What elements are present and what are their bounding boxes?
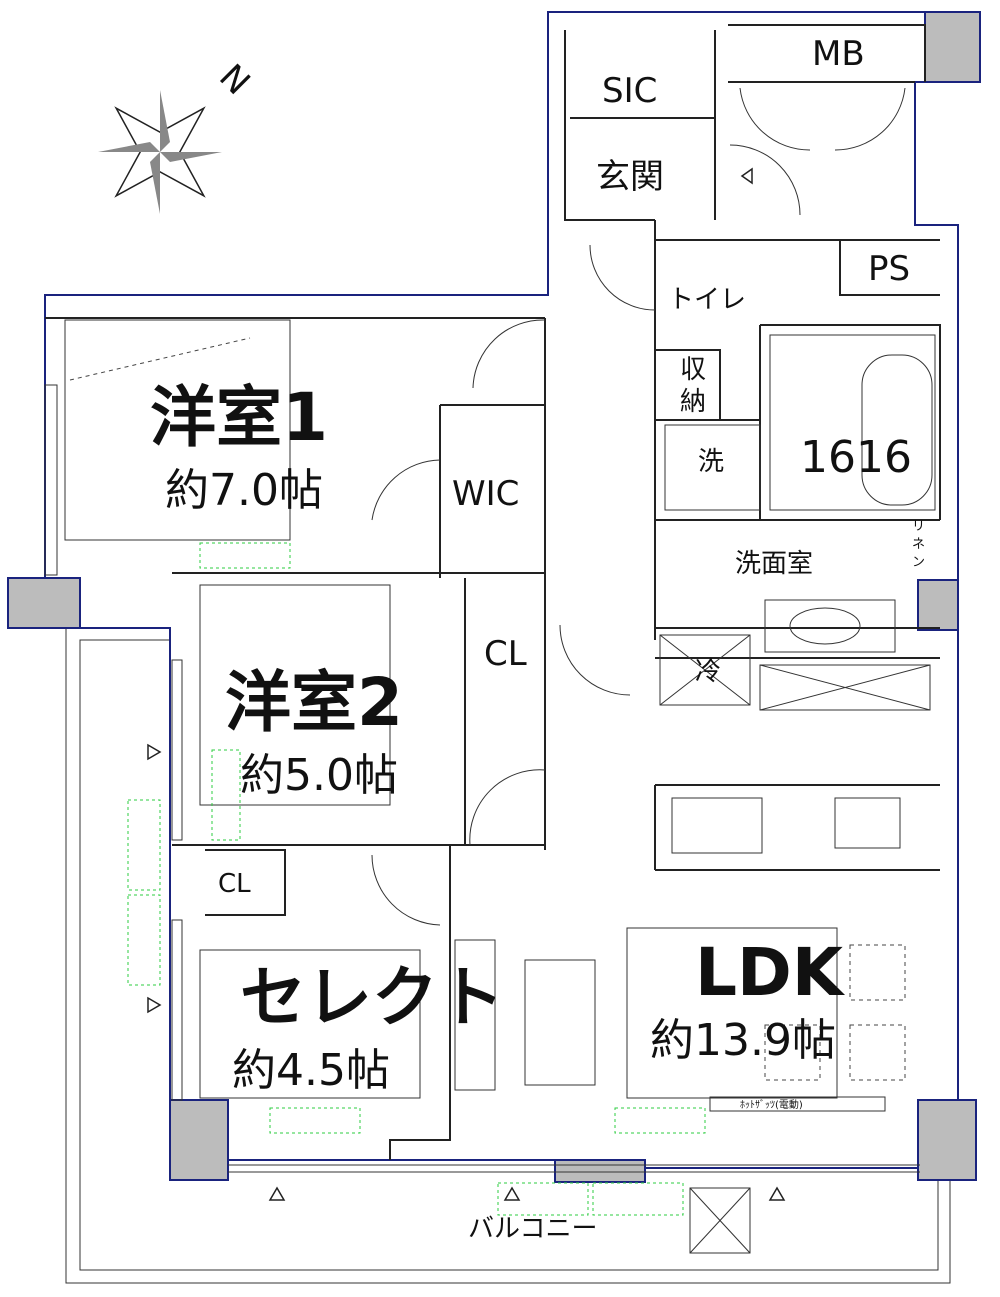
- hood-strip: [709, 1096, 886, 1112]
- door-youshitsu2: [469, 769, 546, 846]
- planter-2: [127, 894, 161, 986]
- bed-youshitsu1-diag: [69, 337, 251, 381]
- bed-youshitsu1: [64, 319, 291, 541]
- window-left-1: [44, 384, 58, 576]
- compass: [98, 90, 222, 214]
- label-cl1: CL: [484, 634, 527, 674]
- label-bath: 1616: [800, 432, 912, 483]
- aircon-4: [614, 1107, 706, 1134]
- column-mid-right: [917, 579, 959, 631]
- label-wash: 洗: [698, 447, 724, 477]
- desk-select: [199, 949, 421, 1099]
- door-genkan: [729, 144, 801, 216]
- chair-3: [764, 1024, 821, 1081]
- door-youshitsu1-hall: [472, 319, 546, 389]
- window-left-3: [171, 919, 183, 1101]
- aircon-3: [269, 1107, 361, 1134]
- planter-4: [592, 1182, 684, 1216]
- room-youshitsu2-name: 洋室2: [225, 664, 403, 741]
- label-sic: SIC: [602, 71, 657, 111]
- door-mb-left: [739, 87, 811, 151]
- label-toilet: トイレ: [668, 285, 746, 315]
- door-mb-right: [834, 87, 906, 151]
- chair-2: [849, 1024, 906, 1081]
- room-youshitsu2-size: 約5.0帖: [240, 750, 398, 801]
- label-fridge: 冷: [695, 657, 721, 687]
- label-linen-top: リ: [912, 519, 925, 534]
- label-linen-bottom: ン: [912, 555, 925, 570]
- bath-room: [769, 334, 936, 511]
- room-youshitsu1-name: 洋室1: [150, 379, 328, 456]
- column-bottom-right: [917, 1099, 977, 1181]
- label-washroom: 洗面室: [735, 549, 813, 579]
- label-linen-mid: ネ: [912, 537, 925, 552]
- outdoor-unit: [689, 1187, 751, 1254]
- room-select-name: セレクト: [240, 959, 504, 1036]
- door-ldk: [559, 624, 631, 696]
- label-hood: ﾎｯﾄｻﾞｯﾂ(電動): [740, 1098, 803, 1111]
- label-storage-top: 収: [680, 355, 706, 385]
- door-toilet: [589, 244, 656, 311]
- label-balcony: バルコニー: [468, 1214, 597, 1244]
- tv-table: [524, 959, 596, 1086]
- label-ps: PS: [868, 249, 910, 289]
- sofa: [454, 939, 496, 1091]
- aircon-1: [199, 542, 291, 569]
- room-select-size: 約4.5帖: [232, 1045, 390, 1096]
- sink: [671, 797, 763, 854]
- column-bottom-left: [169, 1099, 229, 1181]
- bed-youshitsu2: [199, 584, 391, 806]
- label-mb: MB: [812, 34, 865, 74]
- label-wic: WIC: [452, 474, 519, 514]
- column-top-right: [924, 11, 981, 83]
- dining-table: [626, 927, 838, 1099]
- door-youshitsu1: [371, 459, 441, 521]
- planter-1: [127, 799, 161, 891]
- room-youshitsu1-size: 約7.0帖: [165, 465, 323, 516]
- washer: [664, 424, 761, 511]
- aircon-2: [211, 749, 241, 841]
- bathtub: [861, 354, 933, 506]
- label-genkan: 玄関: [596, 157, 664, 197]
- column-balcony-mid: [554, 1159, 646, 1183]
- stove: [834, 797, 901, 849]
- planter-3: [497, 1182, 589, 1216]
- window-left-2: [171, 659, 183, 841]
- washbasin-bowl: [789, 607, 861, 645]
- washbasin: [764, 599, 896, 653]
- fridge-box: [659, 634, 751, 706]
- chair-1: [849, 944, 906, 1001]
- label-storage-bottom: 納: [680, 387, 706, 417]
- compass-north-label: N: [211, 57, 257, 103]
- kitchen-cabinet: [759, 664, 931, 711]
- room-ldk-size: 約13.9帖: [650, 1015, 836, 1066]
- interior-walls: [45, 24, 941, 1160]
- room-ldk-name: LDK: [695, 934, 846, 1011]
- column-left: [7, 577, 81, 629]
- label-cl2: CL: [218, 869, 251, 899]
- window-arrows: [147, 167, 786, 1201]
- door-select: [371, 854, 441, 926]
